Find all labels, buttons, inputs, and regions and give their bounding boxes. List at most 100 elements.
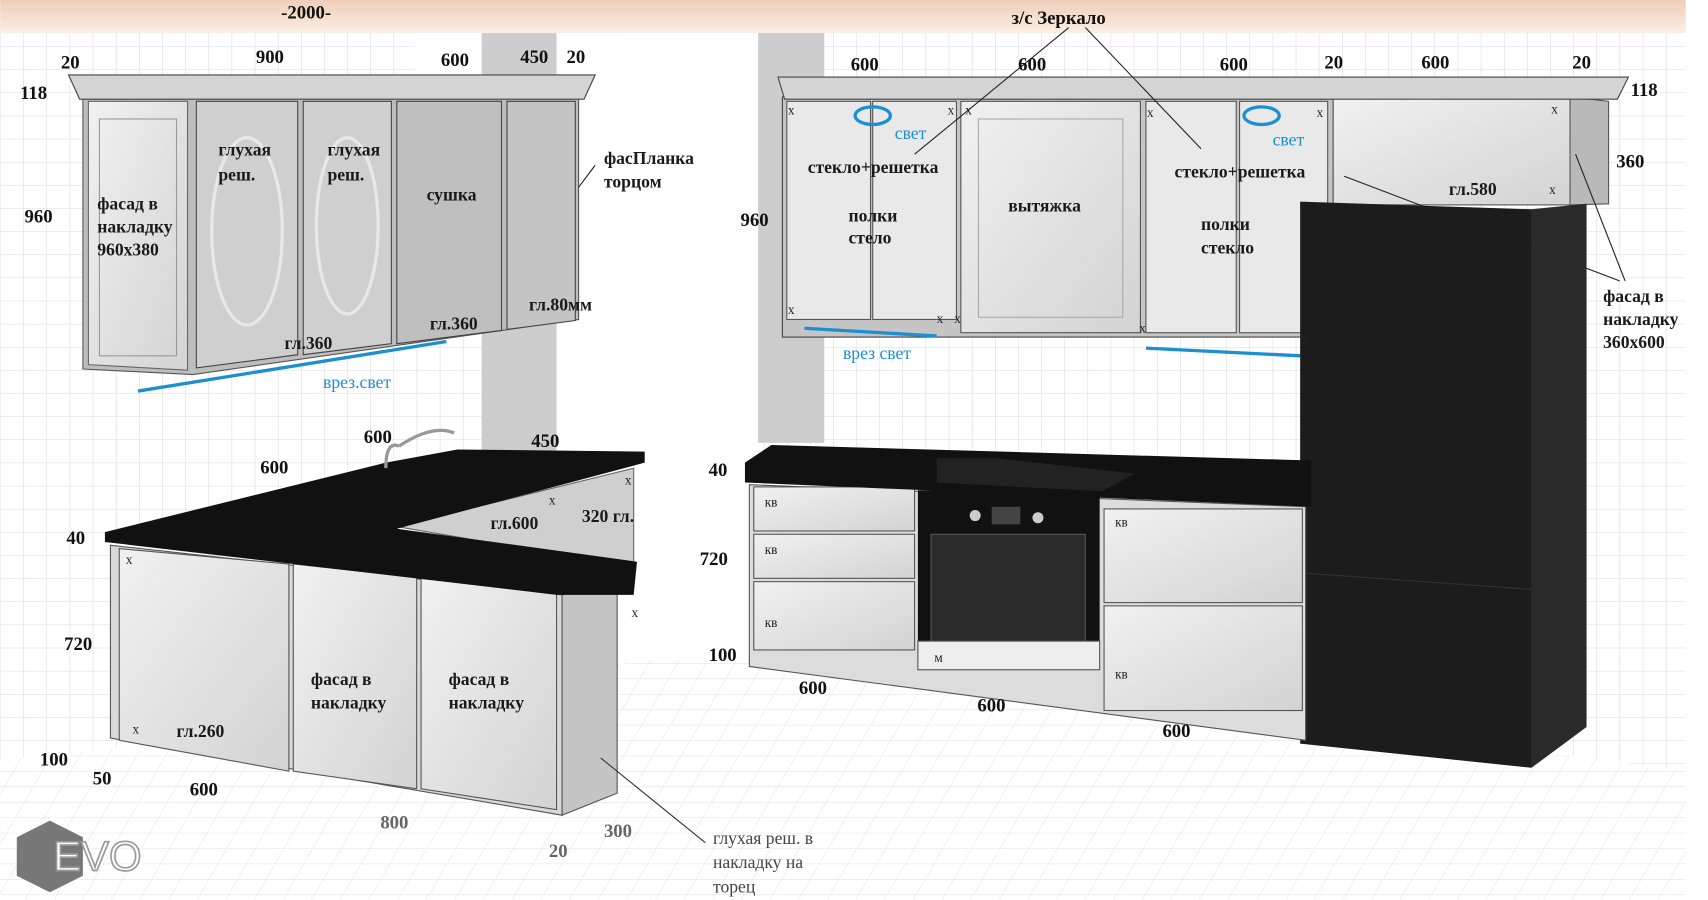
dim-720-left: 720 (64, 634, 92, 655)
light-label-1: свет (895, 123, 927, 143)
dim-100-right: 100 (709, 645, 737, 666)
dim-20-r1: 20 (1324, 52, 1343, 73)
dim-600-r3: 600 (1220, 55, 1248, 76)
light-cut-line-right1 (804, 326, 937, 338)
door2-note: реш. (327, 165, 364, 185)
depth-80: гл.80мм (529, 295, 592, 315)
end-note: накладку на (713, 852, 803, 872)
svg-text:EVO: EVO (53, 832, 141, 879)
drawer-label: кв (765, 495, 778, 510)
dim-20-upper: 20 (566, 47, 585, 68)
facade-note-right: фасад в (1603, 286, 1664, 306)
depth-360-b: гл.360 (284, 333, 332, 353)
dim-600-top: 600 (260, 458, 288, 479)
dim-360: 360 (1616, 151, 1644, 172)
drawer-label: кв (1115, 667, 1128, 682)
dim-600-bottom: 600 (190, 779, 218, 800)
shelves-note-2: полки (1201, 214, 1250, 234)
faucet (384, 428, 455, 469)
depth-260: гл.260 (177, 721, 225, 741)
hood-note: вытяжка (1008, 196, 1081, 216)
facade1-note: накладку (311, 692, 387, 712)
marker: x (954, 311, 961, 326)
side-strip-note: торцом (604, 171, 662, 191)
drawer-label: кв (765, 542, 778, 557)
dim-40-left: 40 (66, 528, 85, 549)
shelves-note-1: полки (848, 205, 897, 225)
marker: x (625, 473, 632, 488)
left-upper-cabinet (67, 74, 596, 393)
end-panel-note: накладку (97, 216, 173, 236)
marker: x (788, 103, 795, 118)
marker: x (132, 722, 139, 737)
dim-600-r1: 600 (851, 55, 879, 76)
light-spot-2 (1242, 105, 1281, 127)
dim-left-20: 20 (61, 52, 80, 73)
marker: x (549, 493, 556, 508)
marker: x (1139, 321, 1146, 336)
marker: x (1147, 105, 1154, 120)
dim-600-b3: 600 (1162, 721, 1190, 742)
light-label-2: свет (1273, 129, 1305, 149)
depth-360-a: гл.360 (430, 313, 478, 333)
shelves-note-1: стело (848, 227, 891, 247)
depth-320: 320 гл. (582, 506, 634, 526)
dim-118-left: 118 (20, 83, 47, 104)
facade-note-right: накладку (1603, 309, 1679, 329)
dim-600-sink: 600 (364, 427, 392, 448)
drawer-label: кв (1115, 515, 1128, 530)
door2-note: глухая (327, 139, 380, 159)
marker: x (631, 605, 638, 620)
shelves-note-2: стекло (1201, 237, 1254, 257)
dim-800: 800 (380, 812, 408, 833)
dim-600-b1: 600 (799, 678, 827, 699)
glass-note-2: стекло+решетка (1175, 161, 1306, 181)
right-base-cabinets (744, 445, 1312, 741)
ceiling (0, 0, 1686, 34)
dim-600-r2: 600 (1018, 55, 1046, 76)
right-upper-cabinets (777, 27, 1630, 358)
hinge-markers: x x x x x x x x x x x x x x x x x (126, 101, 1558, 736)
end-note: торец (713, 876, 756, 896)
dim-960-left: 960 (25, 207, 53, 228)
dim-450-base: 450 (531, 431, 559, 452)
end-panel-note: фасад в (97, 193, 158, 213)
tall-fridge-cabinet (1300, 201, 1587, 768)
dim-total-width: -2000- (281, 3, 331, 24)
marker: x (1317, 105, 1324, 120)
light-cut-right: врез свет (843, 343, 911, 363)
dim-720-right: 720 (700, 549, 728, 570)
dim-20-bottom: 20 (549, 841, 568, 862)
dim-900: 900 (256, 47, 284, 68)
oven-drawer-label: м (934, 650, 943, 665)
facade-note-right: 360x600 (1603, 332, 1665, 352)
dim-20-r2: 20 (1572, 52, 1591, 73)
marker: x (1549, 182, 1556, 197)
left-base-cabinets (104, 428, 706, 844)
door1-note: глухая (218, 139, 271, 159)
light-cut-line-right2 (1145, 346, 1301, 358)
marker: x (788, 302, 795, 317)
mirror-note: з/с Зеркало (1012, 8, 1106, 29)
drawer-label: кв (765, 615, 778, 630)
end-panel-note: 960x380 (97, 240, 159, 260)
marker: x (1301, 332, 1308, 347)
dim-300: 300 (604, 821, 632, 842)
facade2-note: фасад в (449, 669, 510, 689)
dim-600-r4: 600 (1421, 52, 1449, 73)
glass-note-1: стекло+решетка (808, 157, 939, 177)
light-spot-1 (853, 105, 893, 127)
facade2-note: накладку (449, 692, 525, 712)
dim-100-left: 100 (40, 750, 68, 771)
depth-600: гл.600 (490, 513, 538, 533)
end-note: глухая реш. в (713, 828, 813, 848)
side-strip-note: фасПланка (604, 148, 694, 168)
dim-600-b2: 600 (977, 696, 1005, 717)
facade1-note: фасад в (311, 669, 372, 689)
wall-opening (414, 33, 483, 78)
light-cut-line-left (137, 339, 447, 393)
dim-450-upper: 450 (520, 47, 548, 68)
light-cut-left: врез.свет (323, 372, 391, 392)
